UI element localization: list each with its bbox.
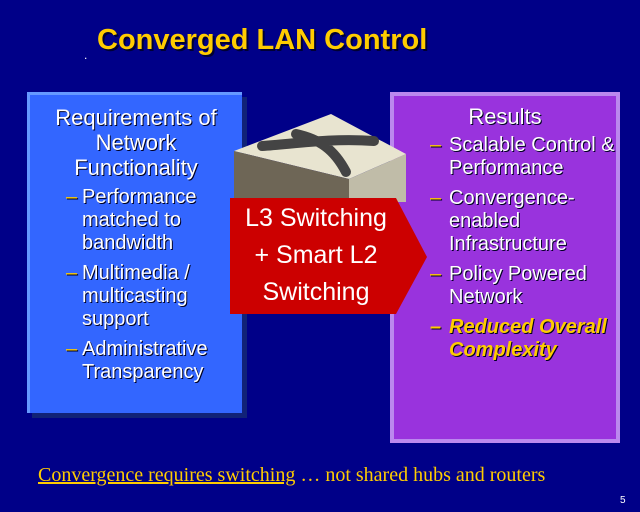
switching-line-1: L3 Switching	[245, 204, 387, 232]
item-text: Scalable Control & Performance	[449, 134, 615, 179]
requirements-box: Requirements of Network Functionality –P…	[27, 92, 242, 413]
requirements-heading: Requirements of Network Functionality	[55, 105, 217, 180]
item-text: Performance matched to bandwidth	[82, 186, 197, 254]
bullet: –	[430, 316, 442, 338]
list-item: –Scalable Control & Performance	[394, 134, 616, 180]
item-text: Administrative Transparency	[82, 338, 208, 383]
footer-underlined: Convergence requires switching	[38, 464, 296, 486]
switching-line-3: Switching	[262, 278, 370, 306]
page-number: 5	[620, 495, 626, 506]
bullet: –	[430, 187, 442, 209]
results-box: Results –Scalable Control & Performance …	[390, 92, 620, 443]
list-item: –Multimedia / multicasting support	[30, 262, 242, 331]
item-text: Reduced Overall Complexity	[449, 316, 607, 361]
list-item: –Administrative Transparency	[30, 338, 242, 384]
results-list: –Scalable Control & Performance –Converg…	[394, 134, 616, 362]
stray-dot: .	[84, 48, 88, 62]
bullet: –	[66, 338, 78, 360]
footer-rest: … not shared hubs and routers	[295, 464, 546, 486]
item-text: Policy Powered Network	[449, 263, 587, 308]
item-text: Convergence-enabled Infrastructure	[449, 187, 575, 255]
bullet: –	[430, 134, 442, 156]
bullet: –	[66, 186, 78, 208]
list-item: –Policy Powered Network	[394, 263, 616, 309]
list-item: –Convergence-enabled Infrastructure	[394, 187, 616, 256]
switching-line-2: + Smart L2	[254, 241, 378, 269]
slide-title: Converged LAN Control	[97, 24, 428, 56]
list-item-emphasized: –Reduced Overall Complexity	[394, 316, 616, 362]
switch-icon	[234, 114, 406, 202]
item-text: Multimedia / multicasting support	[82, 262, 190, 330]
arrow-shape	[230, 198, 427, 314]
results-heading: Results	[468, 104, 542, 129]
switching-label: L3 Switching + Smart L2 Switching	[230, 200, 402, 311]
bullet: –	[430, 263, 442, 285]
list-item: –Performance matched to bandwidth	[30, 186, 242, 255]
bullet: –	[66, 262, 78, 284]
footer-statement: Convergence requires switching … not sha…	[38, 464, 545, 487]
requirements-list: –Performance matched to bandwidth –Multi…	[30, 186, 242, 384]
